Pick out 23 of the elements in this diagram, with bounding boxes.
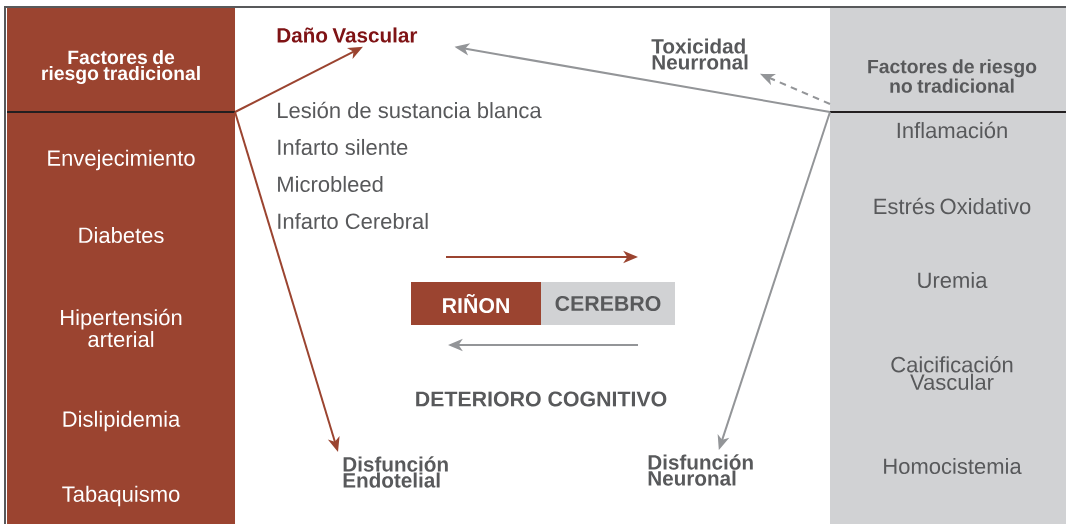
factor-label: Homocistemia <box>884 457 1022 475</box>
list-item: Lesión de sustancia blanca <box>278 101 542 119</box>
panel-heading: Factores de riesgo tradicional <box>42 49 200 85</box>
heading-text: Disfunción Neuronal <box>648 454 753 486</box>
list-item: Infarto silente <box>278 138 408 156</box>
panel-heading: Factores de riesgo no tradicional <box>868 59 1037 93</box>
factor-label: Dislipidemia <box>63 410 181 432</box>
label-box: RIÑON <box>411 282 541 325</box>
list-item: Microbleed <box>278 175 383 193</box>
heading-text: Daño Vascular <box>277 27 418 43</box>
label-box: CEREBRO <box>541 282 675 325</box>
heading-text: Toxicidad Neurronal <box>651 38 748 70</box>
factor-label: Uremia <box>918 271 988 289</box>
factor-label: Inflamación <box>897 121 1007 139</box>
heading-text: Disfunción Endotelial <box>343 456 448 488</box>
factor-label: Tabaquismo <box>62 485 180 507</box>
factor-label: Envejecimiento <box>48 149 195 171</box>
factor-label: Estrés Oxidativo <box>874 197 1031 215</box>
factor-label: Hipertensión arterial <box>61 308 182 348</box>
list-item: Infarto Cerebral <box>278 212 428 230</box>
caption-text: DETERIORO COGNITIVO <box>416 391 667 407</box>
factor-label: Diabetes <box>79 226 164 244</box>
factor-label: Caicificación Vascular <box>891 356 1013 390</box>
